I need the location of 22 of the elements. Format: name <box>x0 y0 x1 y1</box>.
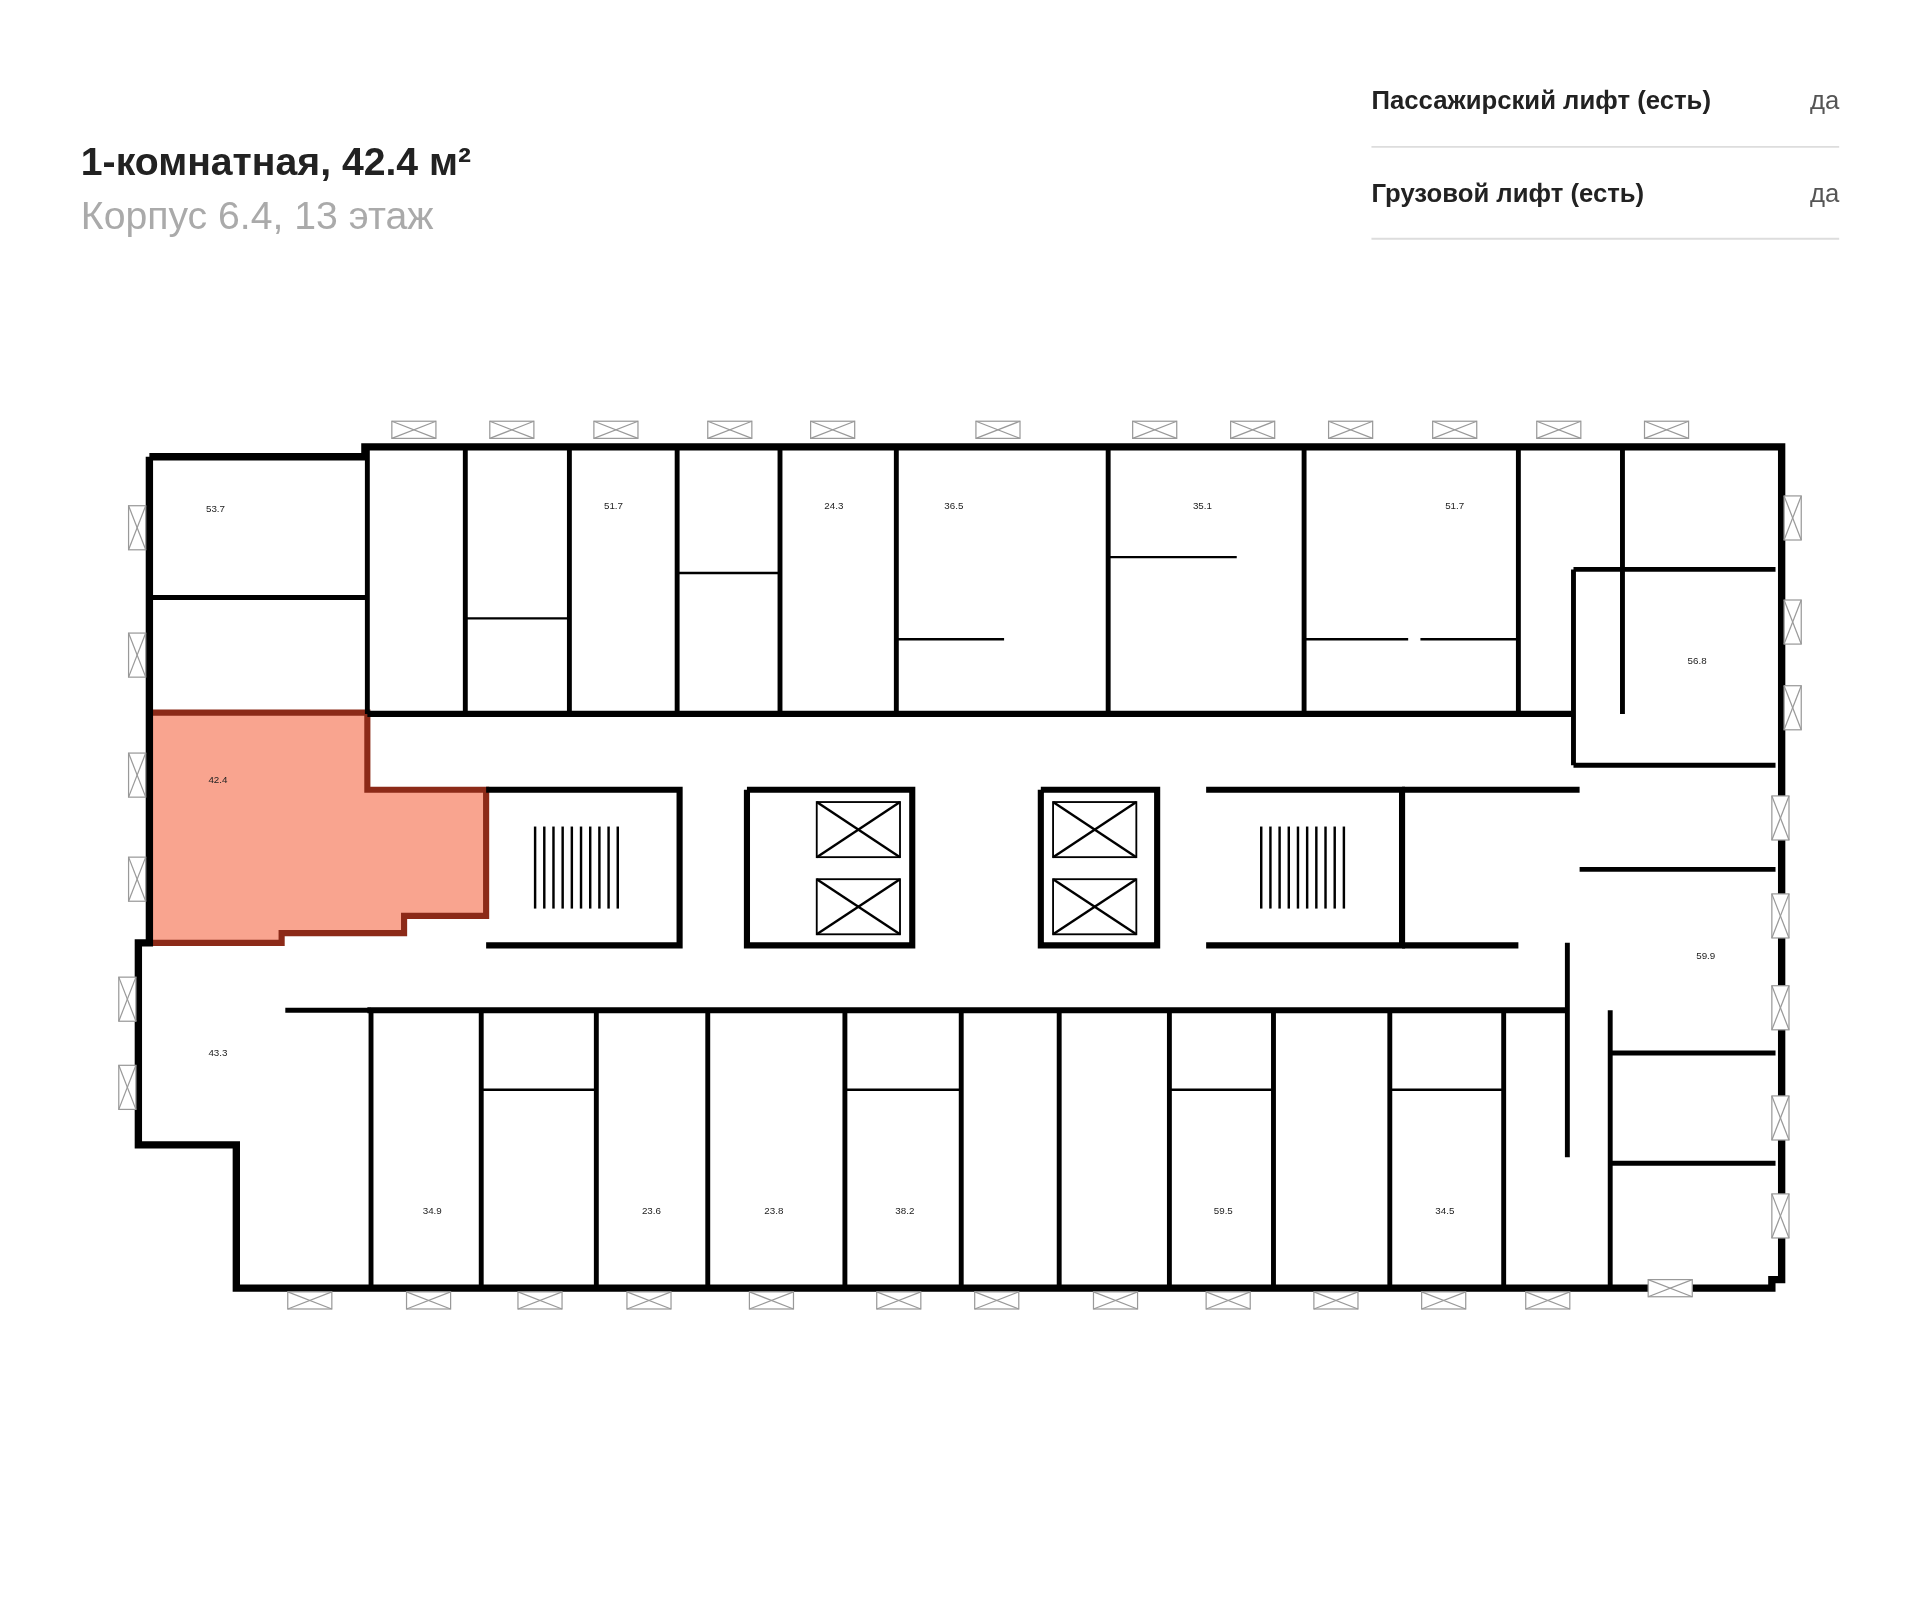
area-label: 59.9 <box>1696 950 1716 962</box>
area-label: 51.7 <box>1445 500 1465 512</box>
area-label: 23.6 <box>641 1205 661 1217</box>
area-label: 42.4 <box>208 774 228 786</box>
area-label: 59.5 <box>1213 1205 1233 1217</box>
area-label: 24.3 <box>824 500 844 512</box>
title: 1-комнатная, 42.4 м² <box>80 139 472 185</box>
area-label: 53.7 <box>205 503 226 515</box>
area-label: 51.7 <box>603 500 623 512</box>
area-label: 43.3 <box>208 1047 228 1059</box>
area-label: 56.8 <box>1687 655 1707 667</box>
area-label: 23.8 <box>764 1205 784 1217</box>
value-text: да <box>1809 85 1840 116</box>
area-label: 34.9 <box>422 1205 442 1217</box>
feature-label: Пассажирский лифт (есть) <box>1371 85 1711 116</box>
area-label: 34.5 <box>1435 1205 1455 1217</box>
area-label: 36.5 <box>944 500 964 512</box>
area-label: 38.2 <box>895 1205 915 1217</box>
feature-label: Грузовой лифт (есть) <box>1371 178 1645 209</box>
area-label: 35.1 <box>1192 500 1212 512</box>
value-text: да <box>1809 178 1840 209</box>
subtitle: Корпус 6.4, 13 этаж <box>80 193 434 239</box>
